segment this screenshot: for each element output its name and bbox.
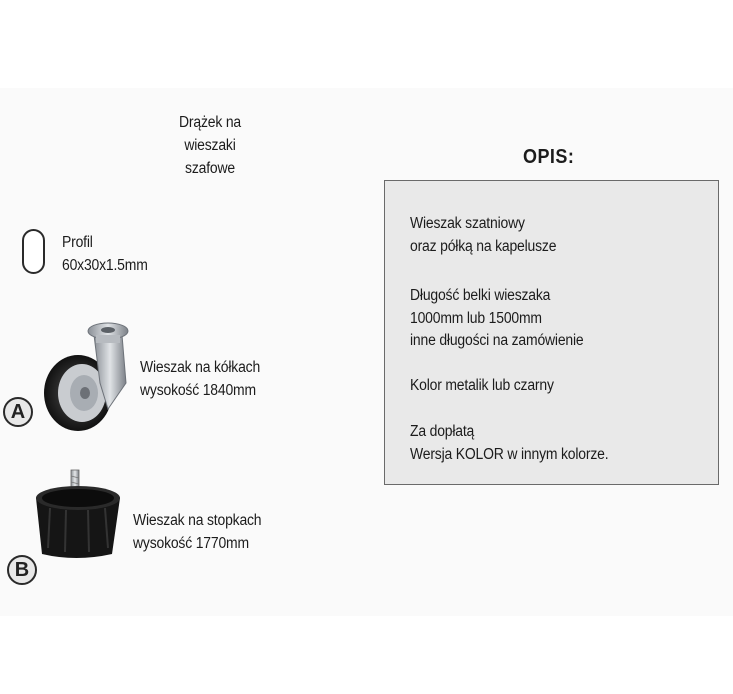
rail-title-line: wieszaki bbox=[184, 137, 236, 154]
rail-title-line: szafowe bbox=[185, 160, 235, 177]
description-title: OPIS: bbox=[523, 146, 575, 168]
description-line: inne długości na zamówienie bbox=[410, 332, 584, 349]
description-line: Długość belki wieszaka bbox=[410, 287, 551, 304]
description-paragraph: Za dopłatą Wersja KOLOR w innym kolorze. bbox=[410, 421, 609, 466]
description-paragraph: Wieszak szatniowy oraz półką na kapelusz… bbox=[410, 213, 556, 258]
description-line: Wersja KOLOR w innym kolorze. bbox=[410, 445, 609, 463]
variant-b-label-line: wysokość 1770mm bbox=[133, 535, 249, 552]
leveling-foot-image bbox=[36, 469, 120, 558]
variant-a-label: Wieszak na kółkach wysokość 1840mm bbox=[140, 356, 260, 402]
description-line: Za dopłatą bbox=[410, 423, 475, 440]
variant-b-badge: B bbox=[7, 555, 37, 585]
variant-a-label-line: Wieszak na kółkach bbox=[140, 359, 261, 376]
rail-title: Drążek na wieszaki szafowe bbox=[165, 111, 255, 180]
description-paragraph: Kolor metalik lub czarny bbox=[410, 375, 554, 398]
profile-label-line: Profil bbox=[62, 234, 93, 251]
description-line: Kolor metalik lub czarny bbox=[410, 377, 554, 394]
description-line: 1000mm lub 1500mm bbox=[410, 309, 542, 327]
caster-wheel-image bbox=[44, 322, 129, 431]
description-line: Wieszak szatniowy bbox=[410, 215, 525, 232]
description-line: oraz półką na kapelusze bbox=[410, 237, 557, 255]
description-box bbox=[384, 180, 719, 485]
profile-label-line: 60x30x1.5mm bbox=[62, 257, 148, 274]
variant-a-badge: A bbox=[3, 397, 33, 427]
rail-title-line: Drążek na bbox=[179, 114, 241, 131]
variant-b-label: Wieszak na stopkach wysokość 1770mm bbox=[133, 509, 262, 555]
description-paragraph: Długość belki wieszaka 1000mm lub 1500mm… bbox=[410, 285, 584, 353]
variant-a-label-line: wysokość 1840mm bbox=[140, 382, 256, 399]
variant-b-label-line: Wieszak na stopkach bbox=[133, 512, 262, 529]
profile-label: Profil 60x30x1.5mm bbox=[62, 231, 148, 277]
profile-oval-icon bbox=[22, 229, 45, 274]
